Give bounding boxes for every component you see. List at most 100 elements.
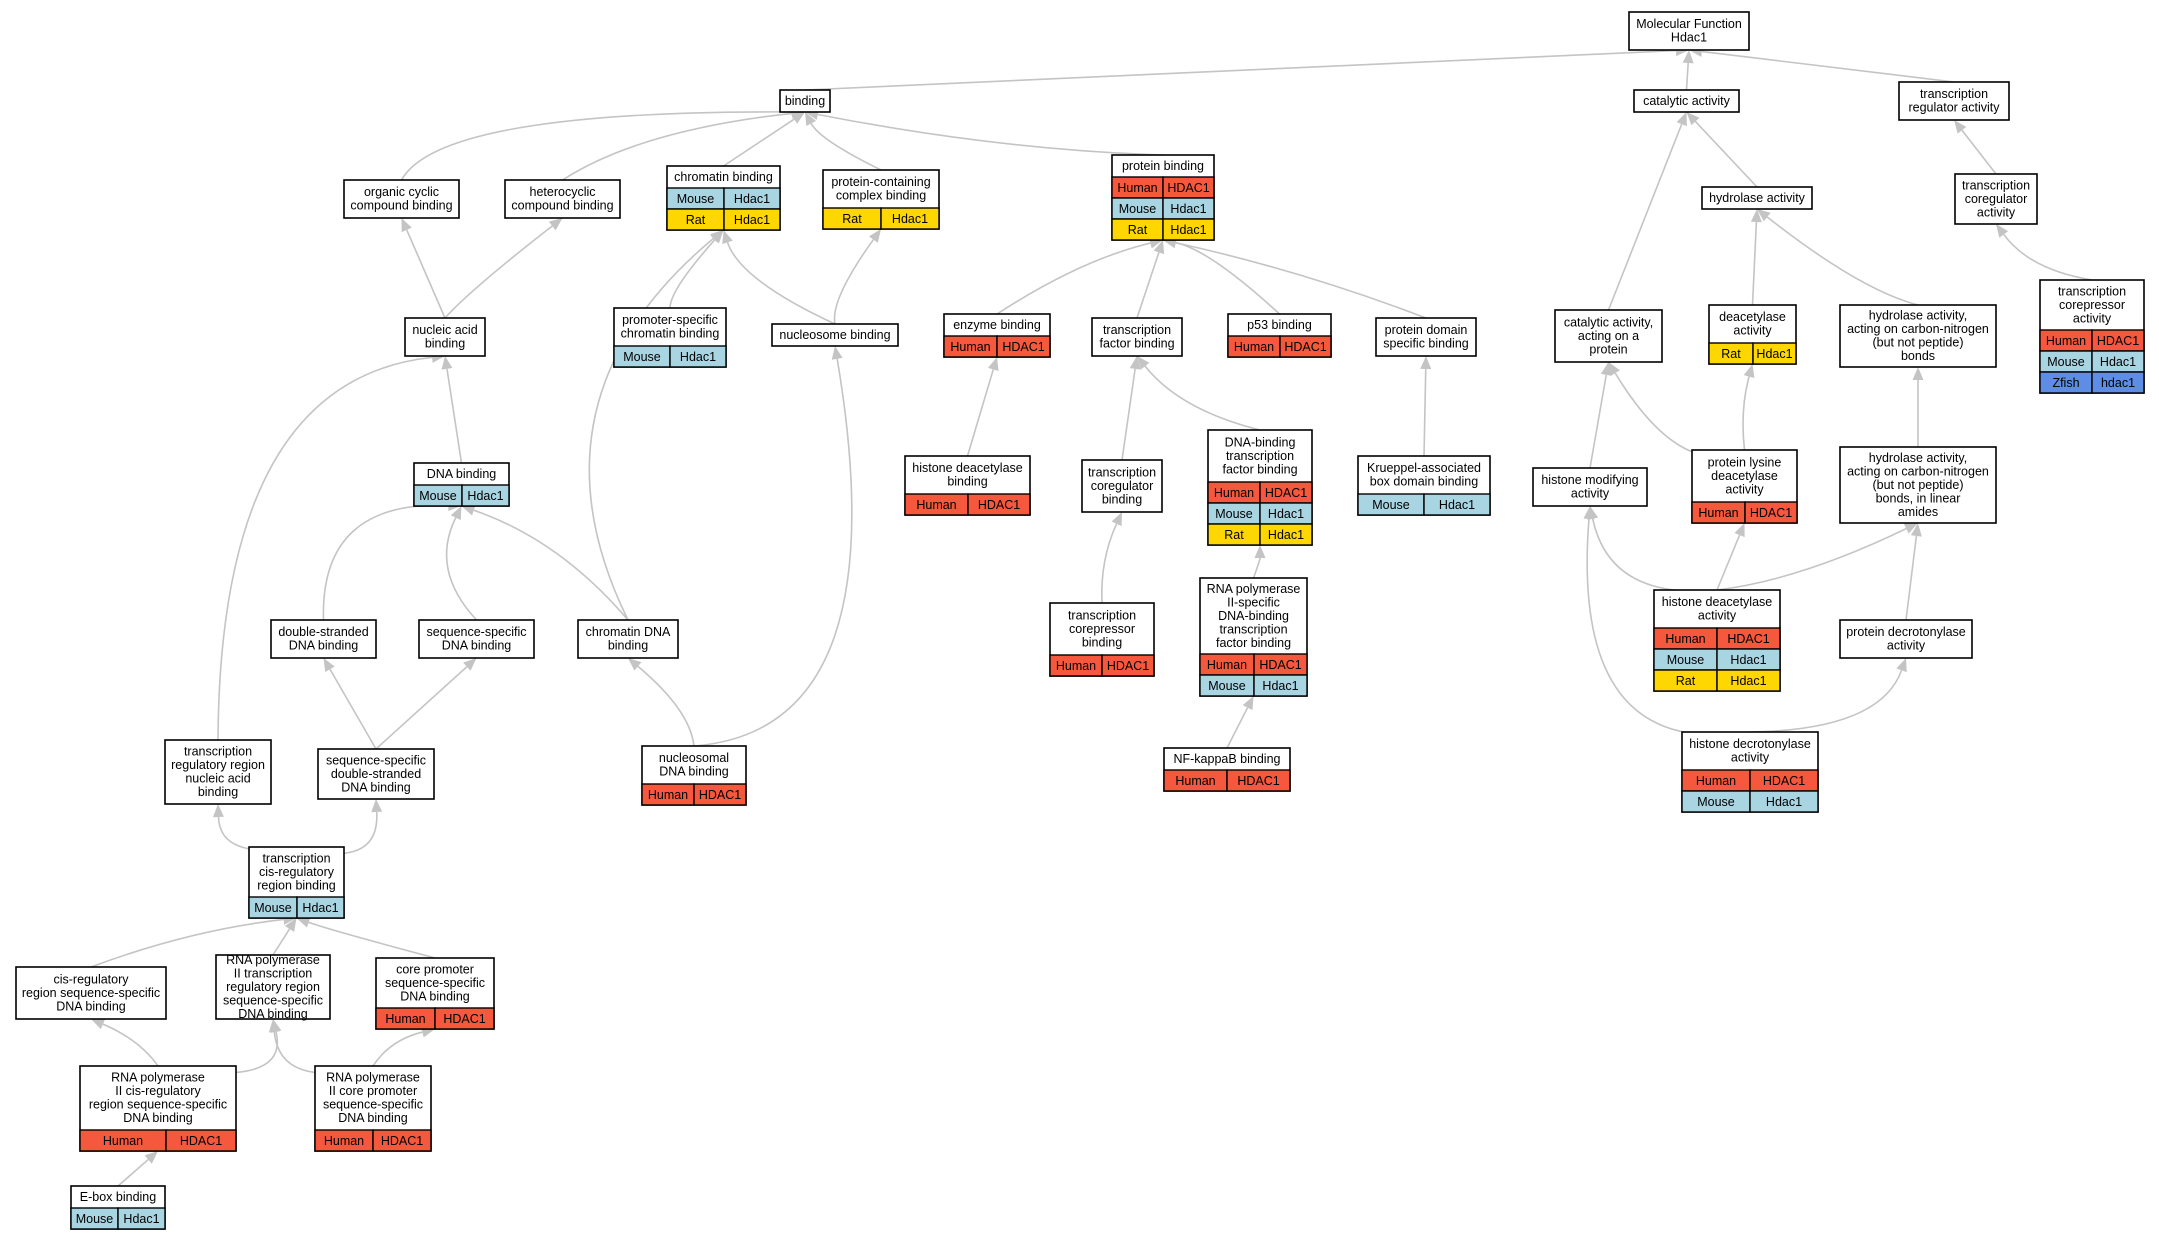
node-hydrolase[interactable]: hydrolase activity [1701, 186, 1813, 210]
edge-treg-to-mf [1701, 50, 1955, 83]
node-label: hydrolase activity, [1869, 309, 1967, 323]
node-rnap2tf[interactable]: RNA polymeraseII-specificDNA-bindingtran… [1199, 577, 1308, 697]
arrowhead-cat_prot-to-catalytic [1676, 112, 1687, 127]
species-label: Mouse [677, 192, 715, 206]
node-label: corepressor [2059, 298, 2125, 312]
node-box [15, 966, 167, 1020]
node-label: sequence-specific [385, 976, 485, 990]
node-label: activity [1725, 482, 1764, 496]
node-label: sequence-specific [323, 1098, 423, 1112]
node-label: hydrolase activity [1709, 191, 1806, 205]
node-label: binding [198, 785, 238, 799]
arrowhead-tcorep_bind-to-tcoreg_bind [1111, 512, 1122, 527]
node-box [317, 748, 435, 800]
gene-cell [723, 208, 781, 231]
node-label: transcription [1226, 449, 1294, 463]
edge-dsdna-to-dnabinding [322, 504, 449, 621]
node-box [1375, 317, 1477, 357]
node-label: protein decrotonylase [1846, 625, 1966, 639]
node-nucleosome[interactable]: nucleosome binding [771, 323, 899, 347]
arrowhead-histmod-to-cat_prot [1600, 362, 1612, 376]
arrowhead-plysdeac-to-cat_prot [1608, 362, 1620, 376]
arrowhead-hydrolase-to-catalytic [1686, 112, 1700, 126]
gene-cell [669, 345, 727, 368]
gene-label: HDAC1 [1167, 181, 1209, 195]
arrowhead-pdecrot-to-hydro_cn_lin [1910, 523, 1922, 537]
node-label: transcription [1088, 465, 1156, 479]
edge-pdecrot-to-hydro_cn_lin [1905, 535, 1918, 621]
node-label: II core promoter [329, 1084, 417, 1098]
edge-seqds-to-dsdna [329, 668, 377, 750]
node-box [1954, 173, 2038, 225]
node-label: hydrolase activity, [1869, 451, 1967, 465]
node-label: binding [608, 639, 648, 653]
node-label: sequence-specific [223, 993, 323, 1007]
gene-cell [967, 493, 1031, 516]
node-label: factor binding [1216, 636, 1291, 650]
node-hydro_cn_lin[interactable]: hydrolase activity,acting on carbon-nitr… [1839, 446, 1997, 524]
node-binding[interactable]: binding [779, 89, 831, 113]
node-hydro_cn[interactable]: hydrolase activity,acting on carbon-nitr… [1839, 304, 1997, 368]
node-catalytic[interactable]: catalytic activity [1633, 89, 1740, 113]
arrowhead-protcomplex-to-binding [805, 112, 816, 127]
species-label: Rat [842, 212, 862, 226]
arrowhead-rnap2core-to-rnap2treg [268, 1019, 280, 1033]
node-label: double-stranded [278, 625, 368, 639]
gene-label: Hdac1 [1268, 528, 1304, 542]
species-label: Human [1214, 486, 1254, 500]
node-box [779, 89, 831, 113]
node-label: specific binding [1383, 337, 1469, 351]
gene-cell [296, 896, 345, 919]
edge-hdacact-to-histmod [1591, 518, 1718, 592]
arrowhead-nucleosomal-to-chromdna [628, 658, 642, 671]
node-label: DNA-binding [1218, 609, 1289, 623]
node-label: histone decrotonylase [1689, 737, 1811, 751]
edge-seqdna-to-dnabinding [445, 517, 478, 621]
edge-ebox-to-rnap2cis [117, 1158, 149, 1187]
gene-cell [434, 1007, 495, 1030]
